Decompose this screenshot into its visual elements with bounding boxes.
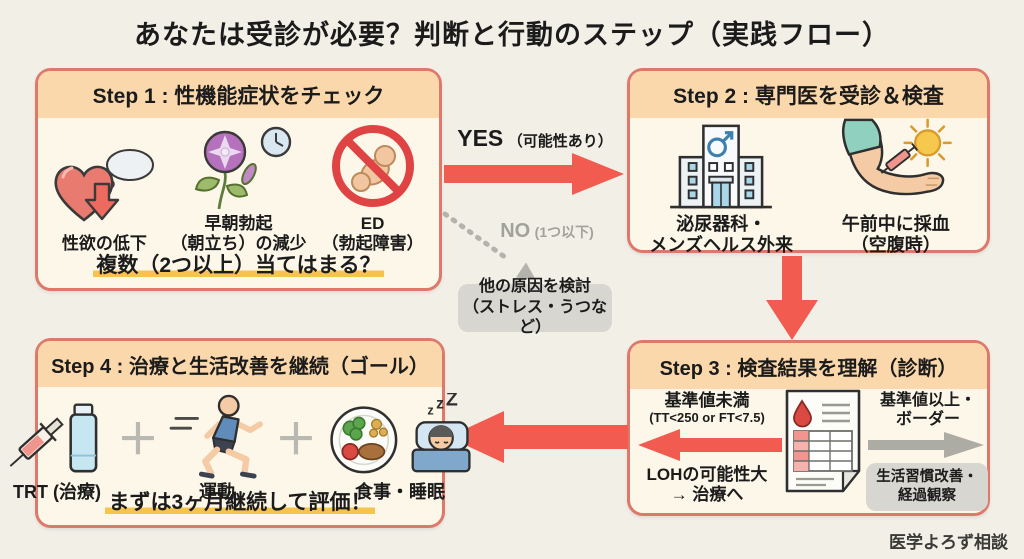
step3-high-result-box: 生活習慣改善・ 経過観察	[866, 463, 988, 511]
no-subtext: (1つ以下)	[534, 224, 594, 240]
no-dotted-arrow	[442, 211, 536, 281]
step4-item-trt: TRT (治療)	[5, 391, 109, 503]
lab-report-icon	[782, 387, 864, 502]
trt-icon	[5, 391, 109, 479]
step2-item-label: 泌尿器科・ メンズヘルス外来	[649, 214, 794, 256]
exercise-icon	[167, 391, 267, 479]
step3-low-label: 基準値未満	[664, 391, 750, 410]
no-text: NO	[500, 220, 531, 242]
step2-item-label: 午前中に採血 （空腹時）	[841, 214, 950, 256]
step2-to-step3-arrow	[766, 256, 818, 340]
step3-header: Step 3 : 検査結果を理解（診断）	[630, 343, 987, 389]
page-title: あなたは受診が必要？判断と行動のステップ（実践フロー）	[134, 20, 890, 50]
step4-header: Step 4 : 治療と生活改善を継続（ゴール）	[38, 341, 442, 387]
step2-box: Step 2 : 専門医を受診＆検査	[627, 68, 990, 256]
yes-subtext: （可能性あり）	[507, 133, 613, 150]
step3-high-label: 基準値以上・ ボーダー	[879, 392, 976, 429]
clinic-icon	[634, 120, 809, 210]
ed-icon	[310, 120, 435, 210]
step4-item-label: TRT (治療)	[12, 482, 101, 502]
step1-question: 複数（2つ以上）当てはまる？	[38, 249, 439, 279]
svg-text:Z: Z	[446, 393, 458, 411]
step1-box: Step 1 : 性機能症状をチェック 性欲の低下	[35, 68, 442, 291]
step2-item-clinic: 泌尿器科・ メンズヘルス外来	[634, 120, 809, 256]
step4-item-label: 食事・睡眠	[355, 482, 446, 502]
watermark: 医学よろず相談	[889, 533, 1008, 552]
step2-item-blood: 午前中に採血 （空腹時）	[809, 118, 984, 256]
step2-header: Step 2 : 専門医を受診＆検査	[630, 71, 987, 118]
step3-high-arrow	[868, 432, 984, 458]
step1-item-label: ED （勃起障害）	[321, 214, 424, 254]
yes-arrow	[444, 153, 624, 195]
step1-item-morning: 早朝勃起 （朝立ち）の減少	[167, 120, 310, 254]
step1-items: 性欲の低下 早朝	[38, 118, 439, 254]
no-result-box: 他の原因を検討 （ストレス・うつなど）	[458, 278, 612, 336]
step2-items: 泌尿器科・ メンズヘルス外来	[630, 118, 987, 256]
step3-box: Step 3 : 検査結果を理解（診断） 基準値未満 (TT<250 or FT…	[627, 340, 990, 516]
step3-to-step4-arrow	[448, 411, 628, 463]
plus-sign: ＋	[116, 415, 159, 463]
no-branch-label: NO (1つ以下)	[462, 220, 632, 243]
step3-low-range: (TT<250 or FT<7.5)	[649, 410, 765, 425]
step1-header: Step 1 : 性機能症状をチェック	[38, 71, 439, 118]
step3-low-arrow	[638, 429, 782, 461]
step1-item-libido: 性欲の低下	[42, 140, 167, 254]
step1-item-label: 性欲の低下	[61, 234, 147, 254]
step1-item-label: 早朝勃起 （朝立ち）の減少	[170, 214, 307, 254]
step3-low-result: LOHの可能性大 → 治療へ	[646, 465, 768, 505]
step1-item-ed: ED （勃起障害）	[310, 120, 435, 254]
step4-box: Step 4 : 治療と生活改善を継続（ゴール）	[9, 338, 471, 528]
plus-sign: ＋	[275, 415, 318, 463]
blood-draw-icon	[809, 118, 984, 210]
yes-text: YES	[457, 125, 504, 151]
svg-text:z: z	[436, 396, 444, 413]
step4-items: TRT (治療) ＋	[9, 387, 471, 503]
step4-note: まずは3ヶ月継続して評価！	[38, 486, 442, 516]
svg-text:z: z	[427, 404, 433, 418]
morning-erection-icon	[167, 120, 310, 210]
libido-decline-icon	[42, 140, 167, 230]
yes-branch-label: YES （可能性あり）	[444, 125, 626, 152]
